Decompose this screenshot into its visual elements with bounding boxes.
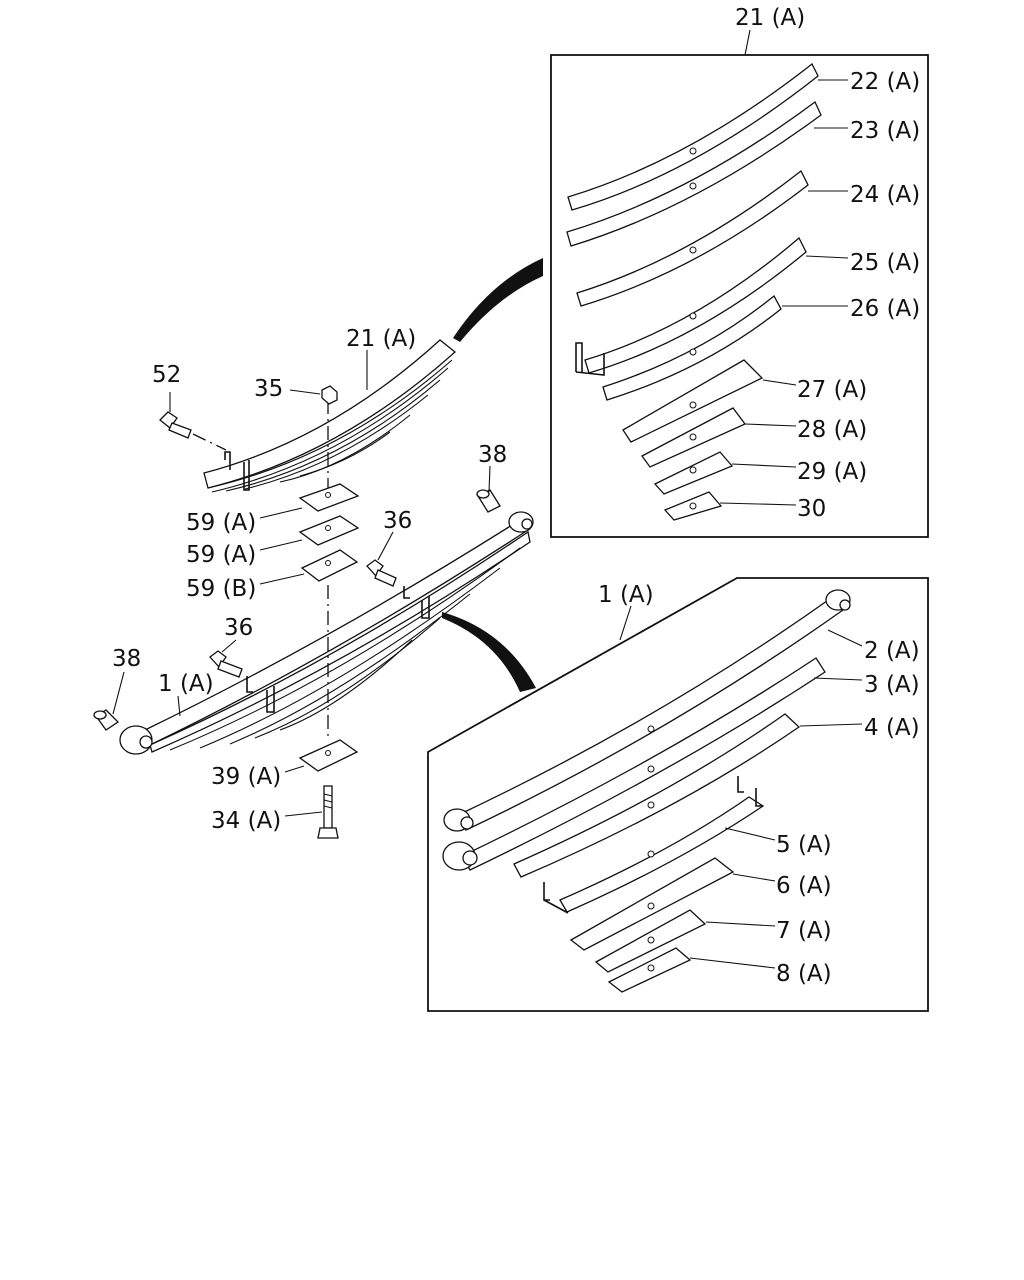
leaf-5: [543, 776, 765, 914]
label-30: 30: [797, 496, 826, 522]
leaf-3: [442, 657, 826, 871]
leader-28: [744, 423, 797, 427]
spacer-59b: [300, 549, 359, 582]
bushing-38-left: [93, 709, 120, 731]
leaf-2: [443, 589, 851, 832]
leader-38-right: [488, 465, 491, 493]
leaf-30: [663, 491, 723, 521]
label-6a: 6 (A): [776, 873, 832, 899]
nut-35: [321, 385, 338, 405]
label-5a: 5 (A): [776, 832, 832, 858]
label-59a-2: 59 (A): [186, 542, 256, 568]
helper-spring-detail-panel: 21 (A) 22 (A) 23 (A) 24 (A) 25 (A): [550, 5, 929, 538]
label-36-right: 36: [383, 508, 412, 534]
label-34a: 34 (A): [211, 808, 281, 834]
label-36-left: 36: [224, 615, 253, 641]
plate-39a: [298, 739, 359, 772]
leader-34a: [284, 811, 323, 817]
main-spring-detail-frame: [427, 577, 929, 1012]
label-23a: 23 (A): [850, 118, 920, 144]
leaf-23: [566, 101, 822, 247]
main-detail-pointer: [442, 612, 536, 692]
label-4a: 4 (A): [864, 715, 920, 741]
label-3a: 3 (A): [864, 672, 920, 698]
label-29a: 29 (A): [797, 459, 867, 485]
leader-7: [705, 921, 776, 927]
u-bolt-34a: [317, 785, 339, 839]
label-35: 35: [254, 376, 283, 402]
label-25a: 25 (A): [850, 250, 920, 276]
leaf-6: [569, 857, 735, 951]
label-38-right: 38: [478, 442, 507, 468]
leaf-26: [602, 295, 782, 401]
spacer-59a-1: [298, 483, 360, 512]
label-38-left: 38: [112, 646, 141, 672]
helper-spring-assembly: [203, 339, 457, 493]
bushing-38-right: [476, 489, 501, 513]
leader-29: [731, 463, 797, 468]
leaf-27: [622, 359, 764, 443]
leader-59b: [259, 573, 305, 585]
label-59b: 59 (B): [186, 576, 256, 602]
leaf-4: [513, 713, 801, 878]
bolt-36-right: [366, 559, 397, 587]
leader-36-right: [377, 531, 394, 561]
leader-2: [827, 629, 863, 647]
label-28a: 28 (A): [797, 417, 867, 443]
leader-25: [805, 255, 849, 259]
bolt-52-axis: [192, 433, 227, 451]
main-spring-detail-panel: 1 (A) 2 (A) 3 (A) 4 (A): [427, 577, 929, 1012]
label-39a: 39 (A): [211, 764, 281, 790]
leader-59a-1: [259, 507, 303, 519]
leader-4: [799, 723, 863, 727]
leader-59a-2: [259, 539, 303, 551]
leader-5: [724, 827, 776, 841]
detail-1a-label: 1 (A): [598, 582, 654, 608]
label-2a: 2 (A): [864, 638, 920, 664]
label-52: 52: [152, 362, 181, 388]
main-spring-assembly: [119, 511, 534, 755]
label-27a: 27 (A): [797, 377, 867, 403]
leader-8: [689, 957, 776, 969]
detail-1a-leader: [619, 605, 632, 641]
bolt-52: [159, 411, 192, 439]
label-8a: 8 (A): [776, 961, 832, 987]
leaf-7: [594, 909, 707, 973]
leader-1a-main: [177, 695, 181, 717]
leader-36-left: [221, 639, 237, 653]
label-26a: 26 (A): [850, 296, 920, 322]
leader-35: [289, 389, 321, 395]
label-59a-1: 59 (A): [186, 510, 256, 536]
leaf-24: [576, 169, 809, 307]
leaf-25: [575, 236, 807, 376]
label-24a: 24 (A): [850, 182, 920, 208]
helper-detail-pointer: [453, 258, 543, 342]
leader-6: [732, 873, 776, 882]
label-7a: 7 (A): [776, 918, 832, 944]
bolt-36-left: [209, 650, 243, 678]
leaf-22: [567, 62, 819, 211]
leaf-29: [653, 451, 734, 495]
label-22a: 22 (A): [850, 69, 920, 95]
detail-21a-label: 21 (A): [735, 5, 805, 31]
leaf-8: [607, 947, 692, 993]
label-1a-main: 1 (A): [158, 671, 214, 697]
leader-39a: [284, 765, 305, 773]
leader-38-left: [112, 671, 125, 715]
leader-30: [719, 502, 797, 506]
helper-spring-detail-frame: [550, 54, 929, 538]
leader-27: [762, 379, 797, 386]
label-21a-main: 21 (A): [346, 326, 416, 352]
detail-21a-leader: [744, 29, 751, 56]
spacer-59a-2: [298, 515, 360, 546]
leader-3: [813, 677, 863, 681]
